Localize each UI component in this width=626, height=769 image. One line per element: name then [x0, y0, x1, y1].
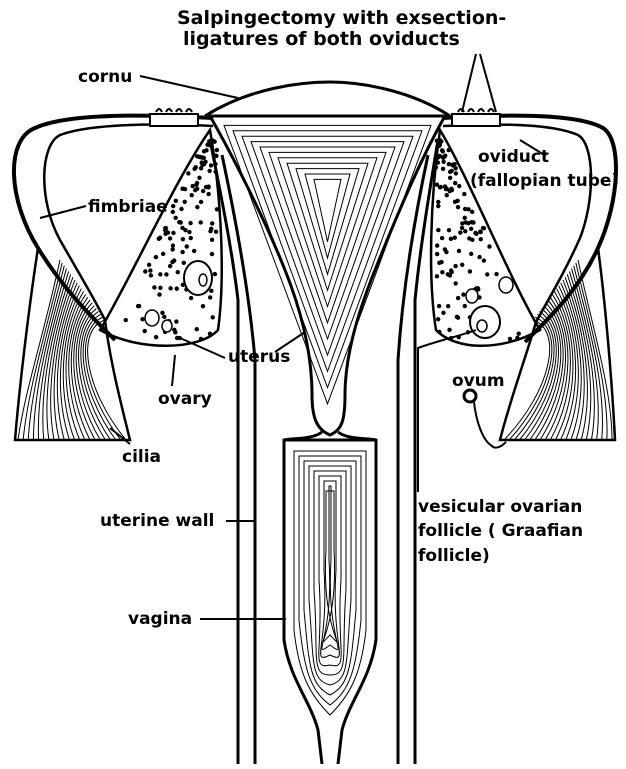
label-cornu: cornu: [78, 67, 132, 87]
left-fimbriae: [15, 248, 130, 440]
vaginal-canal: [284, 432, 376, 764]
title-line-1: Salpingectomy with exsection-: [177, 7, 506, 29]
label-vesicular-line-2: follicle ( Graafian: [418, 521, 583, 541]
label-fimbriae: fimbriae: [88, 197, 168, 217]
label-uterine-wall: uterine wall: [100, 511, 214, 531]
leader-follicle: [418, 330, 476, 492]
left-ovary: [100, 130, 222, 346]
leader-cornu: [140, 76, 238, 98]
label-oviduct: oviduct: [478, 147, 549, 167]
label-ovary: ovary: [158, 389, 212, 409]
title-line-2: ligatures of both oviducts: [183, 28, 460, 50]
label-uterus: uterus: [228, 347, 290, 367]
label-vesicular-line-3: follicle): [418, 546, 490, 566]
uterine-fundus: [205, 82, 450, 116]
label-ovum: ovum: [452, 371, 505, 391]
leader-ovary: [172, 355, 175, 386]
title-pointer: [462, 54, 496, 112]
label-fallopian-tube: (fallopian tube): [470, 171, 619, 191]
left-ligature: [150, 109, 198, 126]
label-cilia: cilia: [122, 447, 161, 467]
uterine-outer-wall: [210, 140, 438, 764]
label-vesicular-line-1: vesicular ovarian: [418, 497, 582, 517]
label-vagina: vagina: [128, 609, 192, 629]
right-fimbriae: [500, 248, 615, 440]
right-ligature: [452, 109, 500, 126]
